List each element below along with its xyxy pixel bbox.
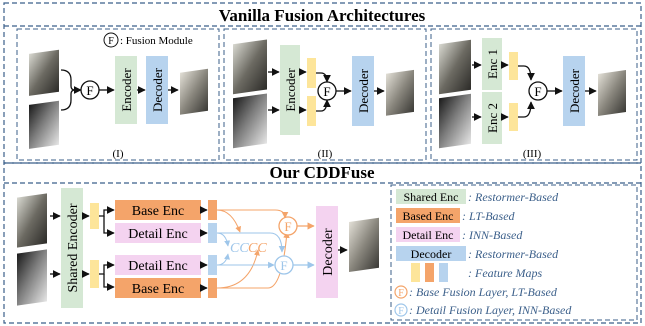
visible-image <box>29 49 59 96</box>
feature-map <box>509 52 518 80</box>
decoder-label: Decoder <box>321 228 336 276</box>
legend-detail-fusion-icon <box>394 303 408 317</box>
fusion-symbol: F <box>108 36 114 47</box>
feature-map <box>509 103 518 131</box>
base-enc-top <box>115 200 201 220</box>
legend-swatch-base-enc <box>396 208 460 223</box>
fusion-legend: F : Fusion Module <box>103 32 193 48</box>
legend-feature-maps: : Feature Maps <box>468 266 543 280</box>
decoder-label: Decoder <box>567 68 582 113</box>
panel-3-frame <box>430 28 638 161</box>
legend-frame <box>390 184 638 321</box>
legend-feature-yellow <box>411 263 420 282</box>
infrared-image <box>29 100 59 149</box>
legend-swatch-detail-enc <box>396 227 460 242</box>
feature-map <box>90 203 99 229</box>
panel-1: F : Fusion Module F Encoder Decoder (I) <box>29 32 208 160</box>
fusion-module-label: F <box>534 84 541 99</box>
fused-image <box>386 69 414 116</box>
detail-enc-bottom-label: Detail Enc <box>128 259 187 274</box>
legend: Shared Enc : Restormer-Based Based Enc :… <box>394 189 572 317</box>
panel-2-label: (II) <box>318 148 333 160</box>
legend-key-shared-enc: Shared Enc <box>404 190 459 204</box>
legend-feature-blue <box>439 263 448 282</box>
panel-2: Encoder F Decoder (II) <box>233 39 414 160</box>
infrared-image <box>233 93 267 149</box>
panel-3: Enc 1 Enc 2 F Decoder (III) <box>439 38 626 160</box>
enc2-label: Enc 2 <box>485 103 500 133</box>
legend-base-fusion-icon <box>394 285 408 299</box>
cddfuse-diagram: Shared Encoder Base Enc Detail Enc Detai… <box>17 188 379 308</box>
enc1-block <box>482 38 502 90</box>
infrared-image <box>17 249 47 306</box>
feature-map <box>307 96 316 126</box>
legend-desc-decoder: : Restormer-Based <box>468 247 559 261</box>
panel-2-frame <box>223 28 427 161</box>
detail-enc-top-label: Detail Enc <box>128 227 187 242</box>
legend-base-fusion-symbol: F <box>398 288 404 299</box>
legend-base-fusion: : Base Fusion Layer, LT-Based <box>409 285 558 299</box>
visible-image <box>233 39 267 95</box>
decoder-block <box>316 206 338 298</box>
legend-detail-fusion: : Detail Fusion Layer, INN-Based <box>409 303 572 317</box>
base-enc-bottom-label: Base Enc <box>132 282 184 297</box>
panel-1-label: (I) <box>113 148 124 160</box>
fusion-legend-label: : Fusion Module <box>120 35 193 47</box>
legend-key-detail-enc: Detail Enc <box>403 228 454 242</box>
fusion-module-label: F <box>323 84 330 99</box>
decoder-block <box>563 56 585 126</box>
bottom-title: Our CDDFuse <box>270 163 375 182</box>
legend-detail-fusion-symbol: F <box>398 306 404 317</box>
decoder-block <box>146 56 168 124</box>
panel-1-frame <box>16 28 220 161</box>
feature-map <box>307 58 316 88</box>
decoder-label: Decoder <box>356 68 371 113</box>
shared-encoder-label: Shared Encoder <box>66 203 81 292</box>
detail-feature-map <box>208 223 217 243</box>
legend-desc-detail-enc: : INN-Based <box>462 228 523 242</box>
visible-image <box>17 193 47 248</box>
legend-desc-base-enc: : LT-Based <box>462 209 516 223</box>
detail-enc-bottom <box>115 255 201 275</box>
legend-key-decoder: Decoder <box>411 247 452 261</box>
detail-feature-map <box>208 255 217 275</box>
encoder-label: Encoder <box>283 68 298 112</box>
top-frame <box>3 2 642 164</box>
base-feature-map <box>208 278 217 298</box>
detail-enc-top <box>115 223 201 243</box>
fused-image <box>598 70 626 116</box>
cc-detail-label: CC <box>230 241 249 256</box>
base-enc-top-label: Base Enc <box>132 204 184 219</box>
fused-image <box>349 217 379 272</box>
decoder-label: Decoder <box>150 67 165 112</box>
enc2-block <box>482 92 502 144</box>
top-title: Vanilla Fusion Architectures <box>219 6 426 25</box>
fusion-module-label: F <box>86 83 93 98</box>
decoder-block <box>352 56 374 126</box>
infrared-image <box>439 93 471 149</box>
base-feature-map <box>208 200 217 220</box>
panel-3-label: (III) <box>523 148 542 160</box>
bottom-frame <box>3 162 642 324</box>
shared-encoder-block <box>61 188 83 308</box>
cc-base-label: CC <box>248 241 267 256</box>
encoder-label: Encoder <box>119 68 134 112</box>
enc1-label: Enc 1 <box>485 49 500 79</box>
legend-feature-orange <box>425 263 434 282</box>
legend-desc-shared-enc: : Restormer-Based <box>468 190 559 204</box>
legend-swatch-shared-enc <box>396 189 466 204</box>
visible-image <box>439 39 471 95</box>
base-fusion-label: F <box>284 219 291 234</box>
legend-key-base-enc: Based Enc <box>403 209 454 223</box>
feature-map <box>90 260 99 288</box>
encoder-block <box>280 45 300 135</box>
legend-swatch-decoder <box>396 246 466 261</box>
base-enc-bottom <box>115 278 201 298</box>
encoder-block <box>115 56 137 124</box>
detail-fusion-label: F <box>280 258 287 273</box>
fused-image <box>180 68 208 115</box>
